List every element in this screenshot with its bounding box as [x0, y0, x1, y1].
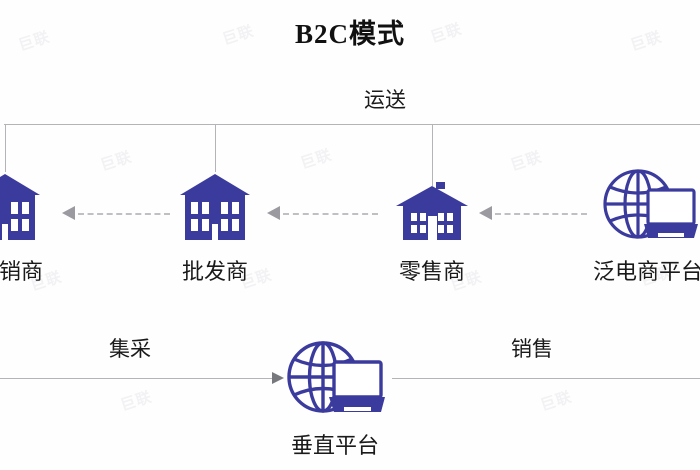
node-label-retailer: 零售商 [398, 259, 465, 284]
page-title: B2C模式 [294, 19, 405, 49]
node-label-distributor: 经销商 [0, 259, 43, 284]
procurement-label: 集采 [109, 337, 151, 361]
transport-arrowhead-2 [267, 206, 280, 220]
transport-arrow-line-2 [283, 213, 378, 215]
transport-arrowhead-1 [62, 206, 75, 220]
watermark: 巨联 [298, 146, 335, 173]
watermark: 巨联 [98, 148, 135, 175]
procurement-arrowhead [272, 372, 284, 384]
watermark: 巨联 [508, 148, 545, 175]
node-label-wholesaler: 批发商 [181, 259, 248, 284]
globe-laptop-icon [598, 168, 700, 246]
sales-label: 销售 [511, 337, 553, 361]
bus-drop-retailer [432, 124, 433, 186]
transport-bus-line [4, 124, 700, 125]
sales-line [392, 378, 700, 379]
watermark: 巨联 [538, 388, 575, 415]
transport-arrowhead-3 [479, 206, 492, 220]
globe-laptop-icon [282, 340, 387, 420]
node-label-vertical-platform: 垂直平台 [290, 433, 379, 458]
node-label-ecommerce-platform: 泛电商平台 [592, 259, 700, 284]
watermark: 巨联 [118, 388, 155, 415]
transport-label: 运送 [364, 88, 406, 112]
transport-arrow-line-1 [78, 213, 170, 215]
transport-arrow-line-3 [495, 213, 587, 215]
procurement-line [0, 378, 278, 379]
building-icon [0, 168, 42, 242]
house-icon [394, 182, 470, 242]
bus-drop-distributor [5, 124, 6, 172]
building-icon [178, 168, 252, 242]
bus-drop-wholesaler [215, 124, 216, 172]
